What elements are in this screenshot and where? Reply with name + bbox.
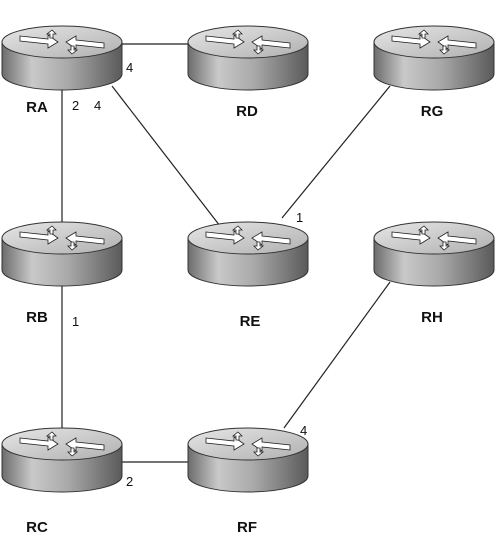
router-label-rb: RB: [26, 309, 48, 326]
link-cost-ra-re: 4: [94, 98, 101, 113]
router-label-rf: RF: [237, 519, 257, 536]
link-rh-rf: [283, 281, 391, 429]
router-icon-rb: [1, 221, 123, 287]
router-icon-rd: [187, 25, 309, 91]
link-ra-re: [111, 85, 221, 227]
link-cost-ra-rd: 4: [126, 60, 133, 75]
router-label-rc: RC: [26, 519, 48, 536]
router-icon-re: [187, 221, 309, 287]
link-cost-rb-rc: 1: [72, 314, 79, 329]
link-cost-rh-rf: 4: [300, 423, 307, 438]
link-cost-rc-rf: 2: [126, 474, 133, 489]
router-icon-rc: [1, 427, 123, 493]
router-icon-ra: [1, 25, 123, 91]
link-rg-re: [281, 85, 391, 219]
link-cost-rg-re: 1: [296, 210, 303, 225]
router-label-rd: RD: [236, 103, 258, 120]
router-icon-rg: [373, 25, 495, 91]
router-label-rg: RG: [421, 103, 444, 120]
link-cost-ra-rb: 2: [72, 98, 79, 113]
router-label-rh: RH: [421, 309, 443, 326]
router-icon-rf: [187, 427, 309, 493]
router-label-ra: RA: [26, 99, 48, 116]
router-icon-rh: [373, 221, 495, 287]
router-label-re: RE: [240, 313, 261, 330]
